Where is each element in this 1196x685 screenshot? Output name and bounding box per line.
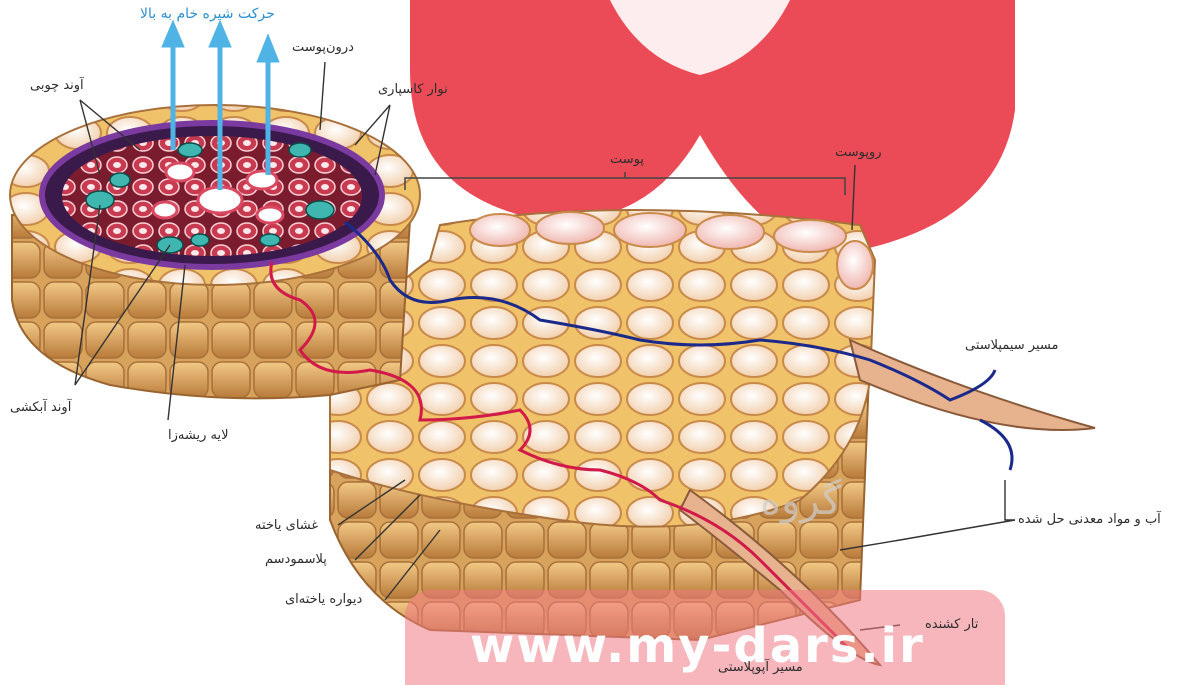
label-cortex: پوست (610, 152, 644, 168)
label-pericycle: لایه ریشه‌زا (168, 428, 229, 444)
label-xylem: آوند چوبی (30, 78, 84, 94)
label-water-minerals: آب و مواد معدنی حل شده (1018, 512, 1161, 528)
label-root-hair: تار کشنده (925, 617, 978, 633)
label-epidermis: روپوست (835, 145, 882, 161)
label-plasmodesma: پلاسمودسم (265, 552, 327, 568)
watermark-brand-text: گروه (760, 478, 841, 524)
symplast-tail-line (980, 420, 1012, 470)
label-upward-sap: حرکت شیره خام به بالا (140, 6, 275, 22)
label-symplast-path: مسیر سیمپلاستی (965, 338, 1058, 354)
label-cell-wall: دیواره یاخته‌ای (285, 592, 362, 608)
label-casparian-strip: نوار کاسپاری (378, 82, 448, 98)
label-endodermis: درون‌پوست (292, 40, 354, 56)
watermark-url: www.my-dars.ir (470, 618, 925, 674)
label-phloem: آوند آبکشی (10, 400, 71, 416)
label-cell-membrane: غشای یاخته (255, 518, 318, 534)
label-apoplast-path: مسیر آپوپلاستی (718, 660, 803, 676)
